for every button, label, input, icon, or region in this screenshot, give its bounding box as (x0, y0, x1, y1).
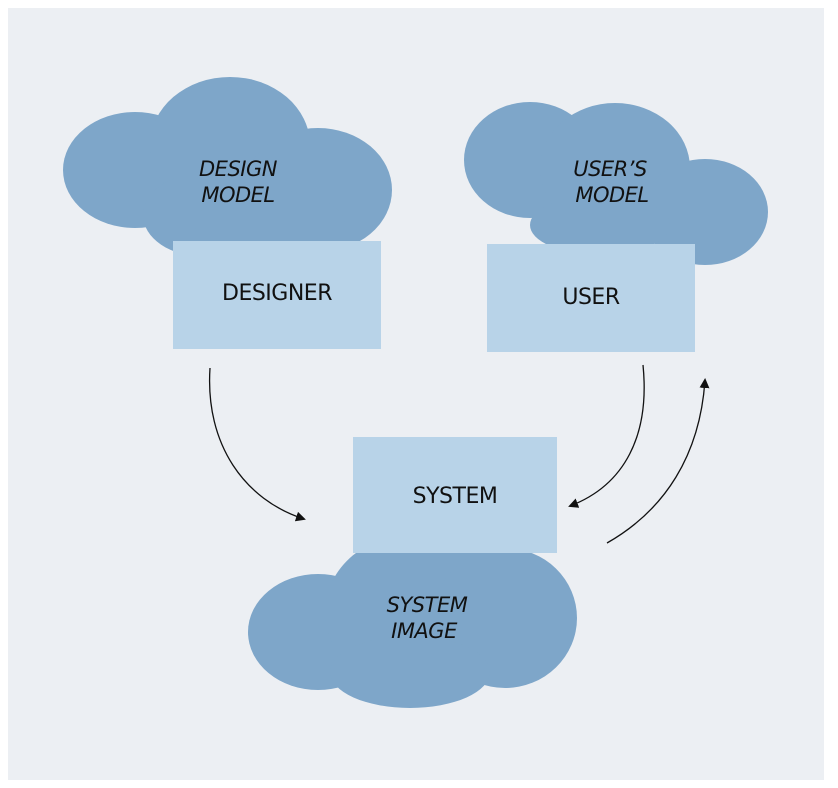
design-model-label-line1: DESIGN (199, 157, 278, 181)
users-model-label-line1: USER’S (573, 157, 647, 181)
cloud-system-image: SYSTEM IMAGE (248, 532, 577, 708)
arrow-designer-to-system (208, 367, 306, 522)
system-image-label-line2: IMAGE (391, 619, 458, 643)
user-label: USER (562, 285, 619, 310)
box-system: SYSTEM (353, 437, 557, 553)
design-model-label-line2: MODEL (201, 183, 274, 207)
arrow-system-to-user (606, 378, 710, 544)
users-model-label-line2: MODEL (575, 183, 648, 207)
designer-label: DESIGNER (222, 281, 332, 306)
system-image-label-line1: SYSTEM (387, 593, 468, 617)
cloud-users-model: USER’S MODEL (464, 102, 768, 265)
system-label: SYSTEM (413, 484, 498, 509)
cloud-design-model: DESIGN MODEL (63, 77, 392, 260)
box-user: USER (487, 244, 695, 352)
arrow-user-to-system (568, 364, 645, 508)
box-designer: DESIGNER (173, 241, 381, 349)
